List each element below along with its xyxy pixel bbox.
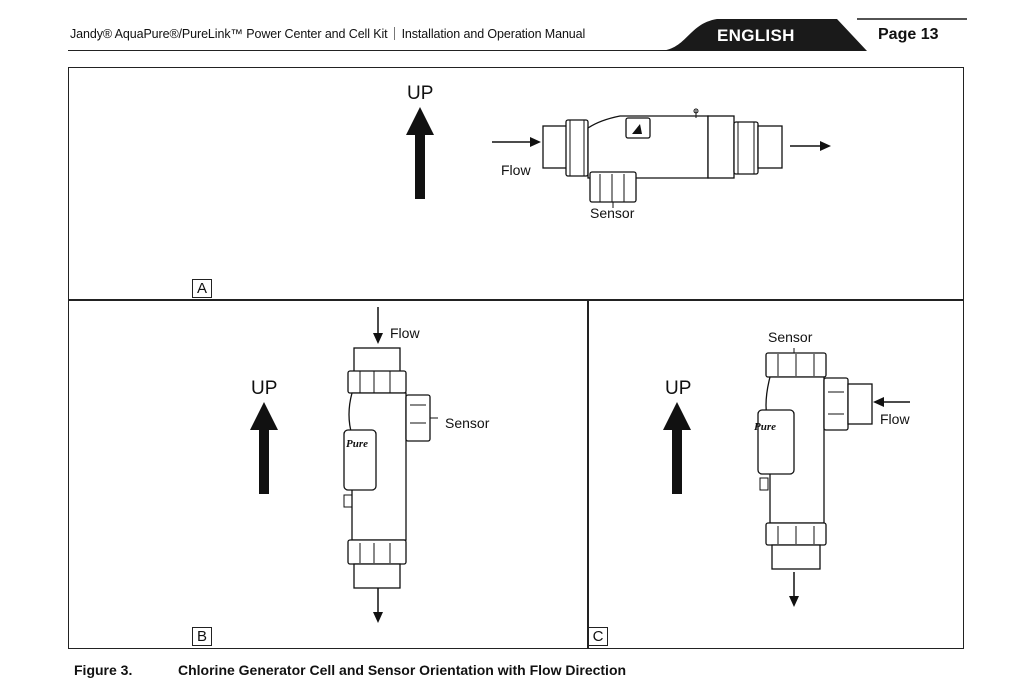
panel-b-up-label: UP: [251, 378, 278, 399]
panel-divider-vertical: [587, 299, 589, 649]
panel-c-up-label: UP: [665, 378, 692, 399]
panel-c-label: C: [588, 627, 608, 646]
running-header: Jandy® AquaPure®/PureLink™ Power Center …: [70, 27, 585, 41]
panel-b-up-arrow-icon: [250, 402, 278, 494]
panel-a-flow-in-arrow-icon: [492, 137, 541, 147]
language-tab: [657, 18, 967, 51]
panel-a-cell-icon: [542, 108, 783, 208]
panel-a-flow-out-arrow-icon: [790, 141, 831, 151]
panel-c-flow-in-arrow-icon: [873, 397, 910, 407]
figure-frame: [68, 67, 964, 649]
panel-b-flow-out-arrow-icon: [373, 588, 383, 623]
panel-a-up-arrow-icon: [406, 107, 434, 199]
panel-c-flow-out-arrow-icon: [789, 572, 799, 607]
panel-c-up-arrow-icon: [663, 402, 691, 494]
language-label: ENGLISH: [717, 26, 795, 45]
panel-b-sensor-label: Sensor: [445, 415, 490, 431]
panel-divider-horizontal: [68, 299, 964, 301]
panel-b-flow-in-arrow-icon: [373, 307, 383, 344]
panel-b-cell-icon: Pure: [343, 347, 438, 589]
document-title: Jandy® AquaPure®/PureLink™ Power Center …: [70, 27, 388, 41]
panel-c-cell-icon: Pure: [754, 348, 873, 570]
svg-text:Pure: Pure: [346, 438, 368, 450]
panel-b-label: B: [192, 627, 212, 646]
header-rule: [68, 50, 678, 51]
panel-a-label: A: [192, 279, 212, 298]
figure-number: Figure 3.: [74, 662, 133, 678]
panel-c-flow-label: Flow: [880, 411, 910, 427]
header-separator: [393, 27, 395, 40]
panel-c-sensor-label: Sensor: [768, 329, 813, 345]
panel-b-flow-label: Flow: [390, 325, 420, 341]
panel-a-flow-label: Flow: [501, 162, 531, 178]
svg-text:Pure: Pure: [754, 421, 776, 433]
manual-title: Installation and Operation Manual: [401, 27, 586, 41]
panel-a-sensor-label: Sensor: [590, 205, 635, 221]
page-number: Page 13: [878, 26, 939, 43]
panel-a-up-label: UP: [407, 83, 434, 104]
figure-caption: Chlorine Generator Cell and Sensor Orien…: [178, 662, 627, 678]
